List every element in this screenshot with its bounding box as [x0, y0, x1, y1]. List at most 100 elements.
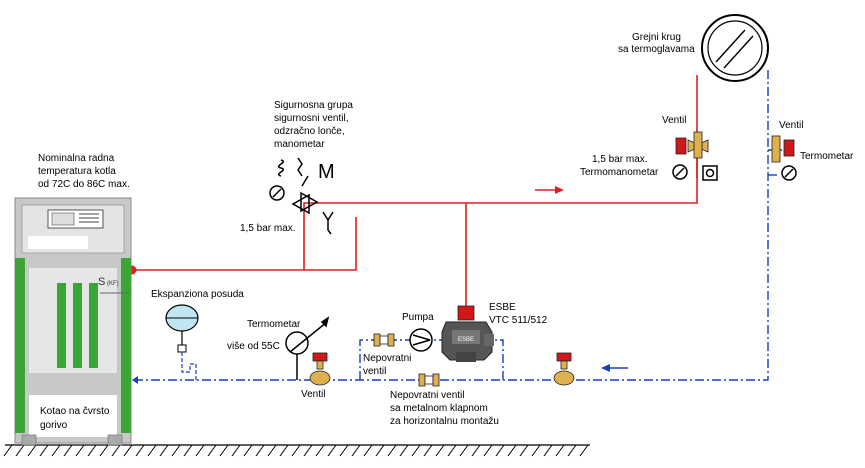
air-vent-icon: [322, 211, 334, 235]
check-valve-bottom-icon: [418, 373, 440, 387]
boiler-note-1: Nominalna radna: [38, 153, 115, 164]
hatch-line: [231, 444, 241, 457]
hatch-line: [531, 444, 541, 457]
hatch-line: [111, 444, 121, 457]
hatch-line: [447, 444, 457, 457]
safety-group: [269, 157, 334, 235]
sensor-label: S: [98, 276, 105, 288]
esbe-label-2: VTC 511/512: [489, 315, 548, 326]
hatch-line: [159, 444, 169, 457]
hatch-line: [423, 444, 433, 457]
expansion-vessel-icon: [165, 304, 199, 380]
termomanometar-icon: [672, 164, 718, 181]
hatch-line: [243, 444, 253, 457]
boiler-note-2: temperatura kotla: [38, 166, 116, 177]
hatch-line: [399, 444, 409, 457]
hatch-line: [459, 444, 469, 457]
hatch-line: [327, 444, 337, 457]
esbe-valve-icon: ESBE: [441, 305, 494, 362]
thermometer-left-icon: [285, 316, 330, 380]
hatch-line: [99, 444, 109, 457]
safety-group-3: odzračno lonče,: [274, 126, 345, 137]
hatch-line: [195, 444, 205, 457]
svg-text:ESBE: ESBE: [458, 337, 474, 343]
heating-circuit-icon: [701, 14, 769, 82]
hatch-line: [411, 444, 421, 457]
sensor-sub-label: (KF): [107, 281, 119, 287]
hatch-line: [207, 444, 217, 457]
termometar-right-label: Termometar: [800, 151, 854, 162]
boiler: [14, 197, 132, 446]
valve-top-right-icon: [771, 135, 795, 163]
manometer-icon: [269, 185, 285, 201]
hatch-line: [27, 444, 37, 457]
boiler-name-2: gorivo: [40, 420, 68, 431]
nonreturn-top-1: Nepovratni: [363, 353, 411, 364]
boiler-note-3: od 72C do 86C max.: [38, 179, 130, 190]
valve-top-left-label: Ventil: [662, 115, 686, 126]
valve-return-icon: [553, 352, 575, 386]
hatch-line: [3, 444, 13, 457]
hatch-line: [183, 444, 193, 457]
hatch-line: [303, 444, 313, 457]
check-valve-top-icon: [373, 333, 395, 347]
termometar-left-sub: više od 55C: [227, 341, 280, 352]
hatch-line: [363, 444, 373, 457]
spring-icon: [278, 157, 303, 177]
hatch-line: [63, 444, 73, 457]
return-flow-arrow: [601, 364, 628, 372]
heating-circuit-1: Grejni krug: [632, 32, 681, 43]
pressure-left-label: 1,5 bar max.: [240, 223, 296, 234]
hatch-line: [375, 444, 385, 457]
thermometer-right-icon: [781, 165, 797, 181]
ground-hatching: [3, 444, 589, 457]
hatch-line: [495, 444, 505, 457]
hatch-line: [387, 444, 397, 457]
hatch-line: [507, 444, 517, 457]
hatch-line: [171, 444, 181, 457]
hatch-line: [339, 444, 349, 457]
valve-bottom-label: Ventil: [301, 389, 325, 400]
nonreturn-bottom-3: za horizontalnu montažu: [390, 416, 499, 427]
hatch-line: [351, 444, 361, 457]
nonreturn-bottom-2: sa metalnom klapnom: [390, 403, 488, 414]
motor-symbol: M: [318, 161, 335, 183]
hatch-line: [543, 444, 553, 457]
hatch-line: [267, 444, 277, 457]
hatch-line: [219, 444, 229, 457]
labels: Nominalna radna temperatura kotla od 72C…: [38, 32, 854, 431]
esbe-label-1: ESBE: [489, 302, 516, 313]
nonreturn-bottom-1: Nepovratni ventil: [390, 390, 464, 401]
supply-pipes: [132, 75, 698, 318]
hatch-line: [291, 444, 301, 457]
supply-flow-arrow: [535, 186, 564, 194]
hatch-line: [15, 444, 25, 457]
expansion-label: Ekspanziona posuda: [151, 289, 244, 300]
safety-valve-icon: [291, 175, 319, 215]
hatch-line: [255, 444, 265, 457]
pump-label: Pumpa: [402, 312, 434, 323]
valve-bottom-icon: [309, 352, 331, 386]
safety-group-4: manometar: [274, 139, 325, 150]
hatch-line: [483, 444, 493, 457]
hatch-line: [567, 444, 577, 457]
heating-circuit-2: sa termoglavama: [618, 44, 695, 55]
hatch-line: [435, 444, 445, 457]
hatch-line: [315, 444, 325, 457]
hatch-line: [279, 444, 289, 457]
return-connection-arrow: [132, 376, 138, 384]
hatch-line: [39, 444, 49, 457]
hatch-line: [579, 444, 589, 457]
pump-icon: [409, 328, 433, 352]
safety-group-1: Sigurnosna grupa: [274, 100, 353, 111]
hatch-line: [87, 444, 97, 457]
valve-top-left-icon: [675, 131, 709, 159]
hatch-line: [555, 444, 565, 457]
hatch-line: [123, 444, 133, 457]
hatch-line: [51, 444, 61, 457]
hatch-line: [75, 444, 85, 457]
hatch-line: [471, 444, 481, 457]
nonreturn-top-2: ventil: [363, 366, 386, 377]
hatch-line: [519, 444, 529, 457]
